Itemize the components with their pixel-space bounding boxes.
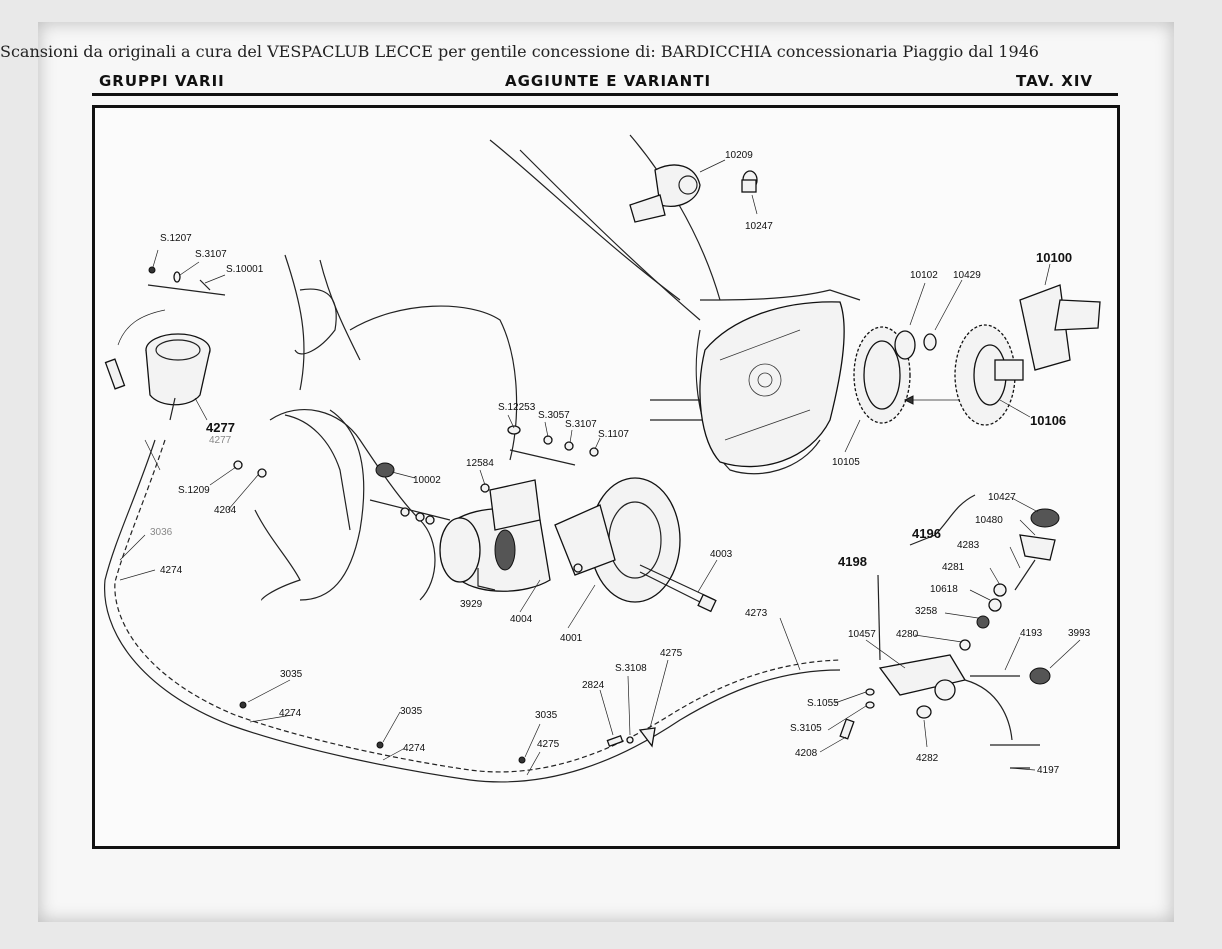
label-3035-left: 3035 <box>280 669 303 680</box>
label-3993: 3993 <box>1068 628 1091 639</box>
header-plate-number: TAV. XIV <box>1016 72 1094 90</box>
label-10105: 10105 <box>832 457 860 468</box>
label-S1107: S.1107 <box>598 429 629 440</box>
stator-assembly <box>369 477 717 613</box>
label-4001: 4001 <box>560 633 583 644</box>
label-4280: 4280 <box>896 629 919 640</box>
label-10209: 10209 <box>725 150 753 161</box>
label-4274-lower: 4274 <box>279 708 302 719</box>
label-4277: 4277 <box>206 420 235 435</box>
label-4277-duplicate: 4277 <box>209 435 232 446</box>
label-10247: 10247 <box>745 221 773 232</box>
label-S1209: S.1209 <box>178 485 210 496</box>
label-10480: 10480 <box>975 515 1003 526</box>
speedometer-head <box>104 309 211 421</box>
label-4282: 4282 <box>916 753 939 764</box>
label-4274-left: 4274 <box>160 565 183 576</box>
crankcase-half <box>699 301 845 468</box>
label-3036: 3036 <box>150 527 173 538</box>
label-S3107-mid: S.3107 <box>565 419 597 430</box>
label-4274-mid: 4274 <box>403 743 426 754</box>
label-10100: 10100 <box>1036 250 1072 265</box>
label-10457: 10457 <box>848 629 876 640</box>
label-10106: 10106 <box>1030 413 1066 428</box>
header-group-title: GRUPPI VARII <box>99 72 225 90</box>
label-4208: 4208 <box>795 748 818 759</box>
gear-assembly <box>853 284 1101 426</box>
label-3258: 3258 <box>915 606 938 617</box>
label-S10001: S.10001 <box>226 264 264 275</box>
bracket-lines <box>147 284 976 661</box>
label-4197: 4197 <box>1037 765 1060 776</box>
part-number-labels: 10209 10247 10100 10102 10429 10106 1010… <box>150 150 1091 776</box>
scan-credit-text: Scansioni da originali a cura del VESPAC… <box>0 42 1039 61</box>
label-4193: 4193 <box>1020 628 1043 639</box>
label-12584: 12584 <box>466 458 494 469</box>
label-S1055: S.1055 <box>807 698 839 709</box>
label-3929: 3929 <box>460 599 483 610</box>
label-4275-upper: 4275 <box>660 648 683 659</box>
label-3035-mid: 3035 <box>400 706 423 717</box>
label-4281: 4281 <box>942 562 965 573</box>
label-4283: 4283 <box>957 540 980 551</box>
speedo-cable <box>104 439 841 783</box>
label-4004: 4004 <box>510 614 533 625</box>
label-4273: 4273 <box>745 608 768 619</box>
label-S12253: S.12253 <box>498 402 536 413</box>
header-section-title: AGGIUNTE E VARIANTI <box>505 72 712 90</box>
label-4198: 4198 <box>838 554 867 569</box>
label-S1207: S.1207 <box>160 233 192 244</box>
label-10429: 10429 <box>953 270 981 281</box>
label-10002: 10002 <box>413 475 441 486</box>
label-10427: 10427 <box>988 492 1016 503</box>
label-2824: 2824 <box>582 680 605 691</box>
label-S3108: S.3108 <box>615 663 647 674</box>
header-rule <box>92 93 1118 96</box>
label-4003: 4003 <box>710 549 733 560</box>
label-4204: 4204 <box>214 505 237 516</box>
label-4196: 4196 <box>912 526 941 541</box>
label-4275-lower: 4275 <box>537 739 560 750</box>
leader-lines <box>119 159 1081 776</box>
label-S3107-top: S.3107 <box>195 249 227 260</box>
label-3035-right: 3035 <box>535 710 558 721</box>
label-S3057: S.3057 <box>538 410 570 421</box>
hardware <box>148 266 875 764</box>
label-10618: 10618 <box>930 584 958 595</box>
label-S3105: S.3105 <box>790 723 822 734</box>
top-bushing-group <box>629 164 758 223</box>
label-10102: 10102 <box>910 270 938 281</box>
